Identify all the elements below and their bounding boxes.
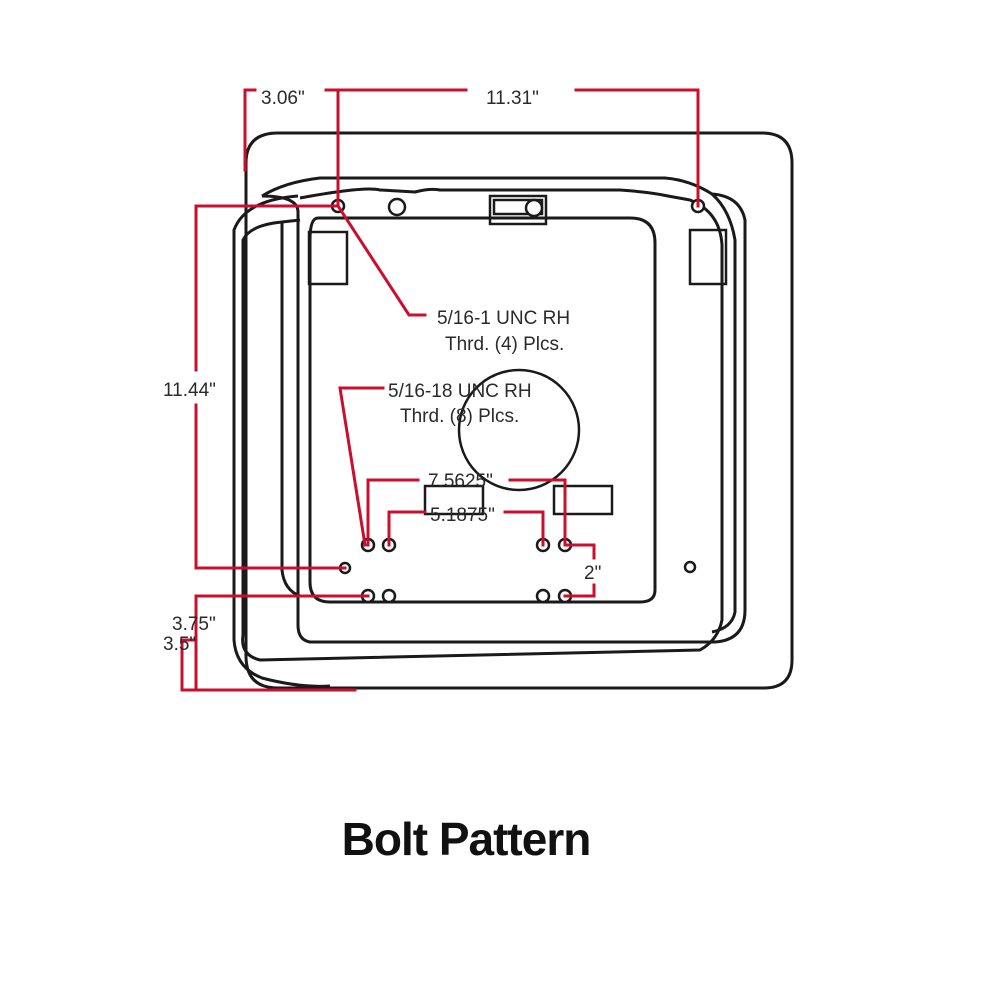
center-large-hole — [457, 368, 581, 492]
center-slot-right — [552, 484, 614, 516]
right-upper-tab — [688, 228, 728, 286]
seat-frame-right-wall — [710, 192, 737, 634]
dim-label-bottom-offset-a: 3.75" — [172, 614, 216, 635]
dim-line-offset-top-right — [324, 88, 340, 208]
dim-line-height-left-bottom — [194, 403, 347, 570]
dim-line-spacing-a-left — [366, 478, 420, 547]
note-lower-thread-line2: Thrd. (8) Plcs. — [400, 406, 519, 427]
dim-label-offset-top: 3.06" — [261, 88, 305, 109]
seat-frame-outer — [261, 176, 747, 644]
left-upper-tab — [307, 230, 349, 286]
dim-label-spacing-b: 5.1875" — [430, 505, 495, 526]
dim-line-bottom-offset-b — [180, 638, 198, 692]
dimension-lines — [180, 88, 700, 692]
leader-lower-thread — [338, 386, 385, 547]
dim-line-vertical-spacing-bottom — [563, 583, 596, 598]
note-lower-thread-line1: 5/16-18 UNC RH — [388, 381, 532, 402]
dim-line-bottom-offset-a — [194, 594, 370, 692]
seat-base-plate — [244, 131, 794, 690]
side-hole-right — [683, 560, 697, 574]
dim-label-spacing-a: 7.5625" — [428, 471, 493, 492]
dimension-labels: 3.06" 11.31" 11.44" 7.5625" 5.1875" 2" 3… — [163, 88, 601, 655]
mount-hole-top-center — [387, 197, 407, 217]
cutouts — [307, 194, 728, 516]
dim-line-spacing-b-left — [387, 510, 427, 547]
dim-label-height-left: 11.44" — [163, 380, 216, 401]
note-upper-thread-line2: Thrd. (4) Plcs. — [445, 334, 564, 355]
lower-bolt-hole — [381, 588, 397, 604]
dim-line-vertical-spacing — [563, 543, 596, 560]
dim-line-width-top-right — [574, 88, 700, 208]
thread-callouts: 5/16-1 UNC RH Thrd. (4) Plcs. 5/16-18 UN… — [388, 308, 570, 427]
center-slot-left — [423, 484, 485, 516]
dim-label-bottom-offset-b: 3.5" — [163, 634, 196, 655]
dim-line-height-left-top — [194, 204, 340, 372]
lower-bolt-hole — [535, 588, 551, 604]
note-upper-thread-line1: 5/16-1 UNC RH — [437, 308, 570, 329]
dim-line-spacing-b-right — [503, 510, 545, 547]
dim-line-spacing-a-right — [508, 478, 567, 547]
diagram-caption: Bolt Pattern — [341, 813, 592, 865]
dim-label-width-top: 11.31" — [486, 88, 539, 109]
top-center-slot — [488, 194, 548, 226]
seat-inner-contour — [241, 187, 724, 662]
leader-upper-thread — [335, 203, 427, 317]
dim-line-offset-top — [243, 88, 257, 172]
mount-hole-slot — [524, 198, 544, 218]
dim-label-vertical-spacing: 2" — [584, 563, 601, 584]
